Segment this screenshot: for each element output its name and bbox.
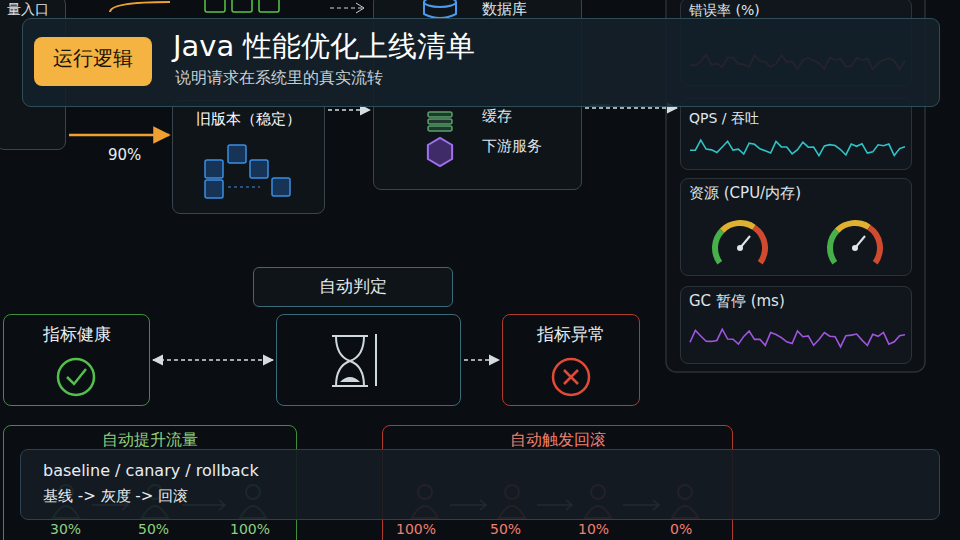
progress-bar <box>375 334 377 386</box>
metric-line <box>690 140 905 156</box>
arrow-head <box>356 3 364 13</box>
node-text: baseline / canary / rollback <box>43 462 259 480</box>
connector <box>464 359 499 361</box>
gauge-pivot <box>737 245 743 251</box>
node-text: 指标健康 <box>43 325 111 345</box>
process-box: 资源 (CPU/内存) <box>680 178 912 276</box>
node-text: 指标异常 <box>537 325 605 345</box>
percent-label: 100% <box>230 521 270 537</box>
connector <box>585 107 677 109</box>
cube-icon <box>205 160 223 178</box>
node-text: 基线 -> 灰度 -> 回滚 <box>43 488 188 505</box>
node-text: QPS / 吞吐 <box>689 110 759 126</box>
box-fill <box>680 178 912 276</box>
percent-label: 50% <box>138 521 169 537</box>
cache-icon <box>428 126 452 131</box>
header-panel: Java 性能优化上线清单说明请求在系统里的真实流转 <box>22 18 940 107</box>
cube-icon <box>259 0 279 12</box>
cube-icon <box>232 0 252 12</box>
title: Java 性能优化上线清单 <box>173 30 475 63</box>
cube-icon <box>228 145 246 163</box>
node-text: 自动触发回滚 <box>510 431 606 449</box>
cube-icon <box>205 180 223 198</box>
gauge <box>752 225 768 265</box>
heading-tab: 自动判定 <box>253 267 453 307</box>
tag-badge: 运行逻辑 <box>34 37 152 86</box>
node-text: 运行逻辑 <box>53 47 133 70</box>
process-box: GC 暂停 (ms) <box>680 286 912 364</box>
connector <box>153 359 273 361</box>
box-fill <box>680 98 912 170</box>
caption-panel: baseline / canary / rollback 基线 -> 灰度 -> … <box>20 449 940 520</box>
node-text: 量入口 <box>7 1 49 17</box>
node-text: 缓存 <box>482 108 512 125</box>
process-box: 自动判定 <box>276 314 461 406</box>
gauge <box>712 228 724 264</box>
cube-link <box>228 187 260 188</box>
database-icon <box>424 2 456 18</box>
process-box: 指标异常 <box>502 314 640 406</box>
check-mark <box>67 369 86 384</box>
cache-icon <box>428 119 452 124</box>
cross-icon <box>553 359 589 395</box>
process-box: QPS / 吞吐 <box>680 98 912 170</box>
percent-label: 10% <box>578 521 609 537</box>
node-text: 自动提升流量 <box>102 431 198 449</box>
check-icon <box>58 359 94 395</box>
box-fill <box>172 100 325 214</box>
service-icon <box>428 138 452 166</box>
traffic-arrow <box>110 2 170 12</box>
node-text: 下游服务 <box>482 138 542 155</box>
gauge <box>835 220 871 233</box>
hourglass-icon <box>332 336 368 386</box>
node-text: 资源 (CPU/内存) <box>689 185 801 202</box>
gauge <box>867 225 883 265</box>
cache-icon <box>428 112 452 117</box>
node-text: GC 暂停 (ms) <box>689 293 785 310</box>
node-text: 旧版本（稳定） <box>196 111 301 128</box>
box-fill <box>680 286 912 364</box>
metric-line <box>690 329 905 347</box>
cross-mark <box>564 370 578 384</box>
cube-icon <box>272 178 290 196</box>
process-box: 指标健康 <box>3 314 150 406</box>
percent-label: 0% <box>670 521 692 537</box>
percent-label: 100% <box>396 521 436 537</box>
cube-icon <box>205 0 225 12</box>
percent-label: 30% <box>50 521 81 537</box>
subtitle: 说明请求在系统里的真实流转 <box>175 69 383 87</box>
gauge-pivot <box>852 245 858 251</box>
connector <box>328 109 370 111</box>
connector <box>69 134 169 137</box>
cube-icon <box>250 160 268 178</box>
hourglass-sand <box>340 377 360 382</box>
edge-label: 90% <box>106 147 143 164</box>
percent-label: 50% <box>490 521 521 537</box>
process-box: 旧版本（稳定） <box>172 100 325 214</box>
gauge <box>827 228 839 264</box>
dashed-arrow <box>330 8 362 9</box>
node-text: 数据库 <box>482 1 527 18</box>
gauge <box>720 220 756 233</box>
node-text: 错误率 (%) <box>689 2 760 18</box>
database-icon <box>424 0 456 7</box>
